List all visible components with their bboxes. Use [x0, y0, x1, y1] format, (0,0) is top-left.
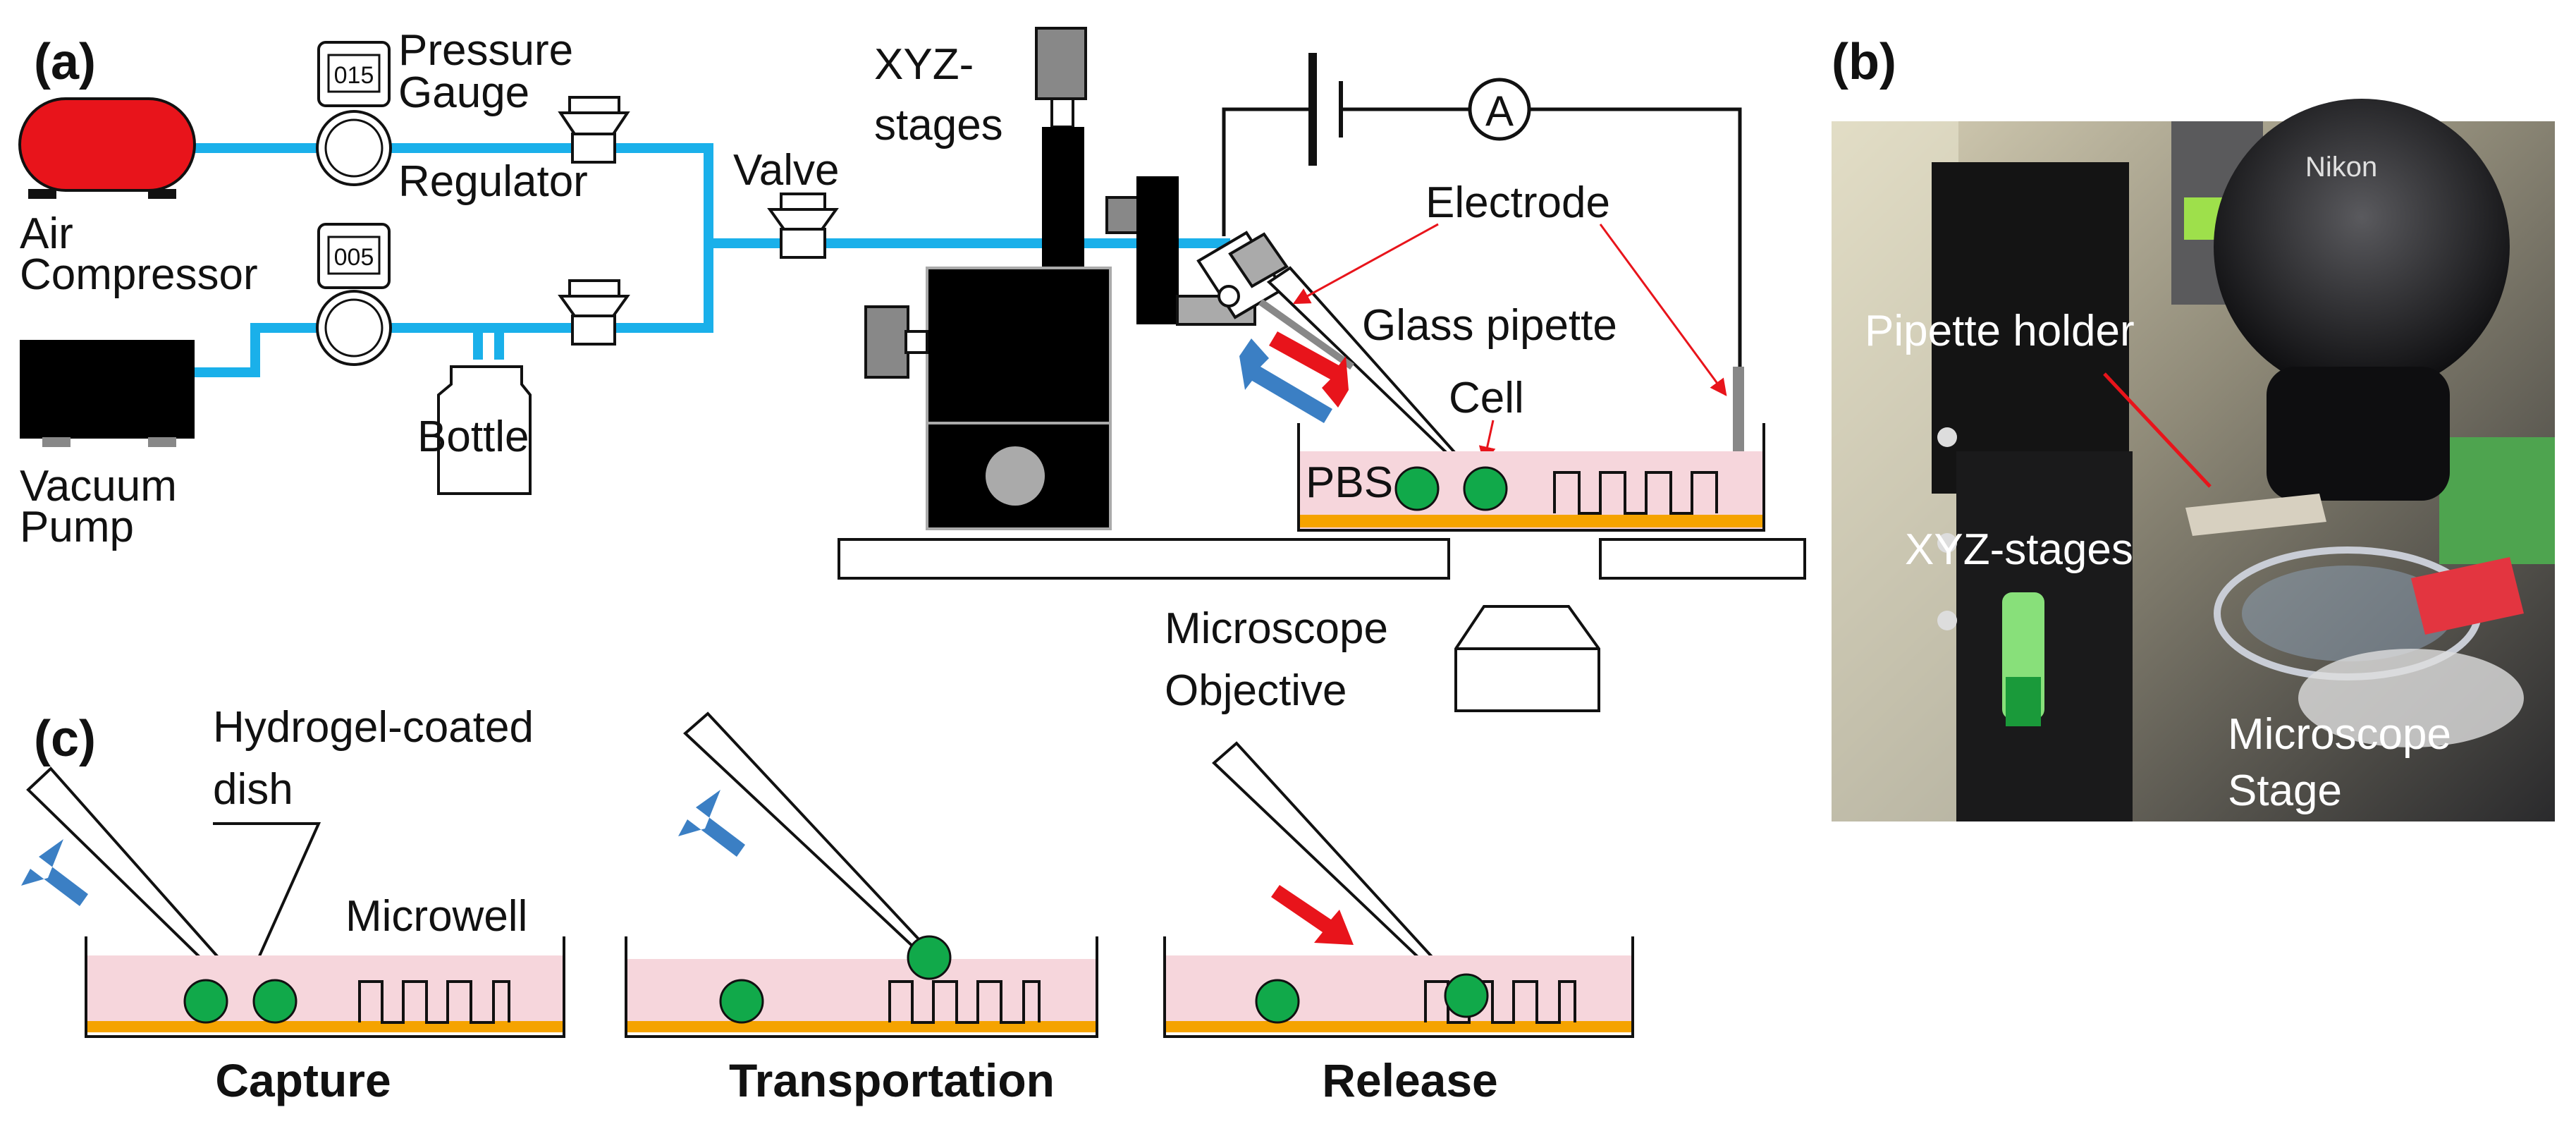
photo-label-microscope-stage-2: Stage — [2228, 766, 2342, 815]
electrode-circuit: A — [1222, 53, 1744, 494]
hydrogel-label-2: dish — [213, 765, 293, 814]
step-release: Release — [1163, 741, 1634, 1106]
air-compressor-label-2: Compressor — [20, 250, 258, 299]
microscope-stage-right — [1599, 538, 1806, 580]
microscope-stage-left — [838, 538, 1450, 580]
photo-brand-label: Nikon — [2305, 152, 2377, 183]
glass-pipette-label: Glass pipette — [1362, 301, 1617, 350]
pipette-motion-arrows — [1239, 331, 1349, 423]
hydrogel-label-1: Hydrogel-coated — [213, 703, 534, 752]
dish-a: PBS — [1297, 423, 1765, 532]
photo-label-microscope-stage-1: Microscope — [2228, 710, 2451, 759]
xyz-stages-label-2: stages — [874, 101, 1003, 149]
microscope-objective — [1454, 605, 1600, 712]
microwell-label: Microwell — [345, 892, 527, 941]
panel-b-label: (b) — [1832, 34, 1896, 90]
regulator-top — [558, 96, 630, 164]
photo-label-pipette-holder: Pipette holder — [1865, 307, 2135, 355]
gauge-bottom-reading: 005 — [334, 244, 374, 271]
setup-photo: Nikon Pipette holder XYZ-stages Microsco… — [1832, 99, 2555, 821]
step-transportation-label: Transportation — [729, 1054, 1055, 1106]
ammeter-label: A — [1485, 87, 1514, 135]
air-compressor: Air Compressor — [18, 97, 258, 299]
vacuum-pump-label-2: Pump — [20, 503, 134, 551]
regulator-label: Regulator — [398, 157, 588, 206]
valve-label: Valve — [733, 146, 840, 195]
panel-c-label: (c) — [34, 711, 96, 767]
bottle-label: Bottle — [417, 413, 529, 461]
vacuum-pump: Vacuum Pump — [20, 340, 195, 551]
cell-label: Cell — [1449, 374, 1524, 422]
photo-label-xyz-stages: XYZ-stages — [1905, 525, 2133, 574]
glass-pipette — [1258, 266, 1456, 458]
xyz-stages-label-1: XYZ- — [874, 40, 974, 89]
vacuum-pump-label-1: Vacuum — [20, 462, 177, 511]
regulator-bottom — [558, 279, 630, 346]
pressure-gauge-top: 015 — [316, 41, 392, 186]
panel-c: (c) Hydrogel-coated dish Microwell Captu… — [21, 703, 1634, 1106]
microscope-objective-label-1: Microscope — [1165, 604, 1388, 653]
pressure-gauge-bottom: 005 — [316, 223, 392, 366]
pressure-gauge-label-1: Pressure — [398, 26, 573, 75]
panel-b: (b) Nikon Pipette holder XYZ-stages — [1832, 34, 2555, 821]
gauge-top-reading: 015 — [334, 62, 374, 89]
panel-a: (a) Air Compressor Vacuum Pump — [18, 26, 1806, 715]
xyz-stages: XYZ- stages — [864, 27, 1256, 530]
tubing — [194, 143, 1230, 377]
air-compressor-label-1: Air — [20, 209, 73, 258]
pressure-gauge-label-2: Gauge — [398, 68, 529, 117]
electrode-label: Electrode — [1425, 178, 1610, 227]
pbs-label: PBS — [1306, 458, 1393, 507]
bottle: Bottle — [417, 365, 532, 495]
valve: Valve — [733, 146, 840, 259]
microscope-objective-label-2: Objective — [1165, 666, 1347, 715]
step-transportation: Transportation — [625, 711, 1098, 1106]
step-capture: Capture — [21, 766, 565, 1106]
step-capture-label: Capture — [215, 1054, 391, 1106]
step-release-label: Release — [1322, 1054, 1498, 1106]
panel-a-label: (a) — [34, 34, 96, 90]
